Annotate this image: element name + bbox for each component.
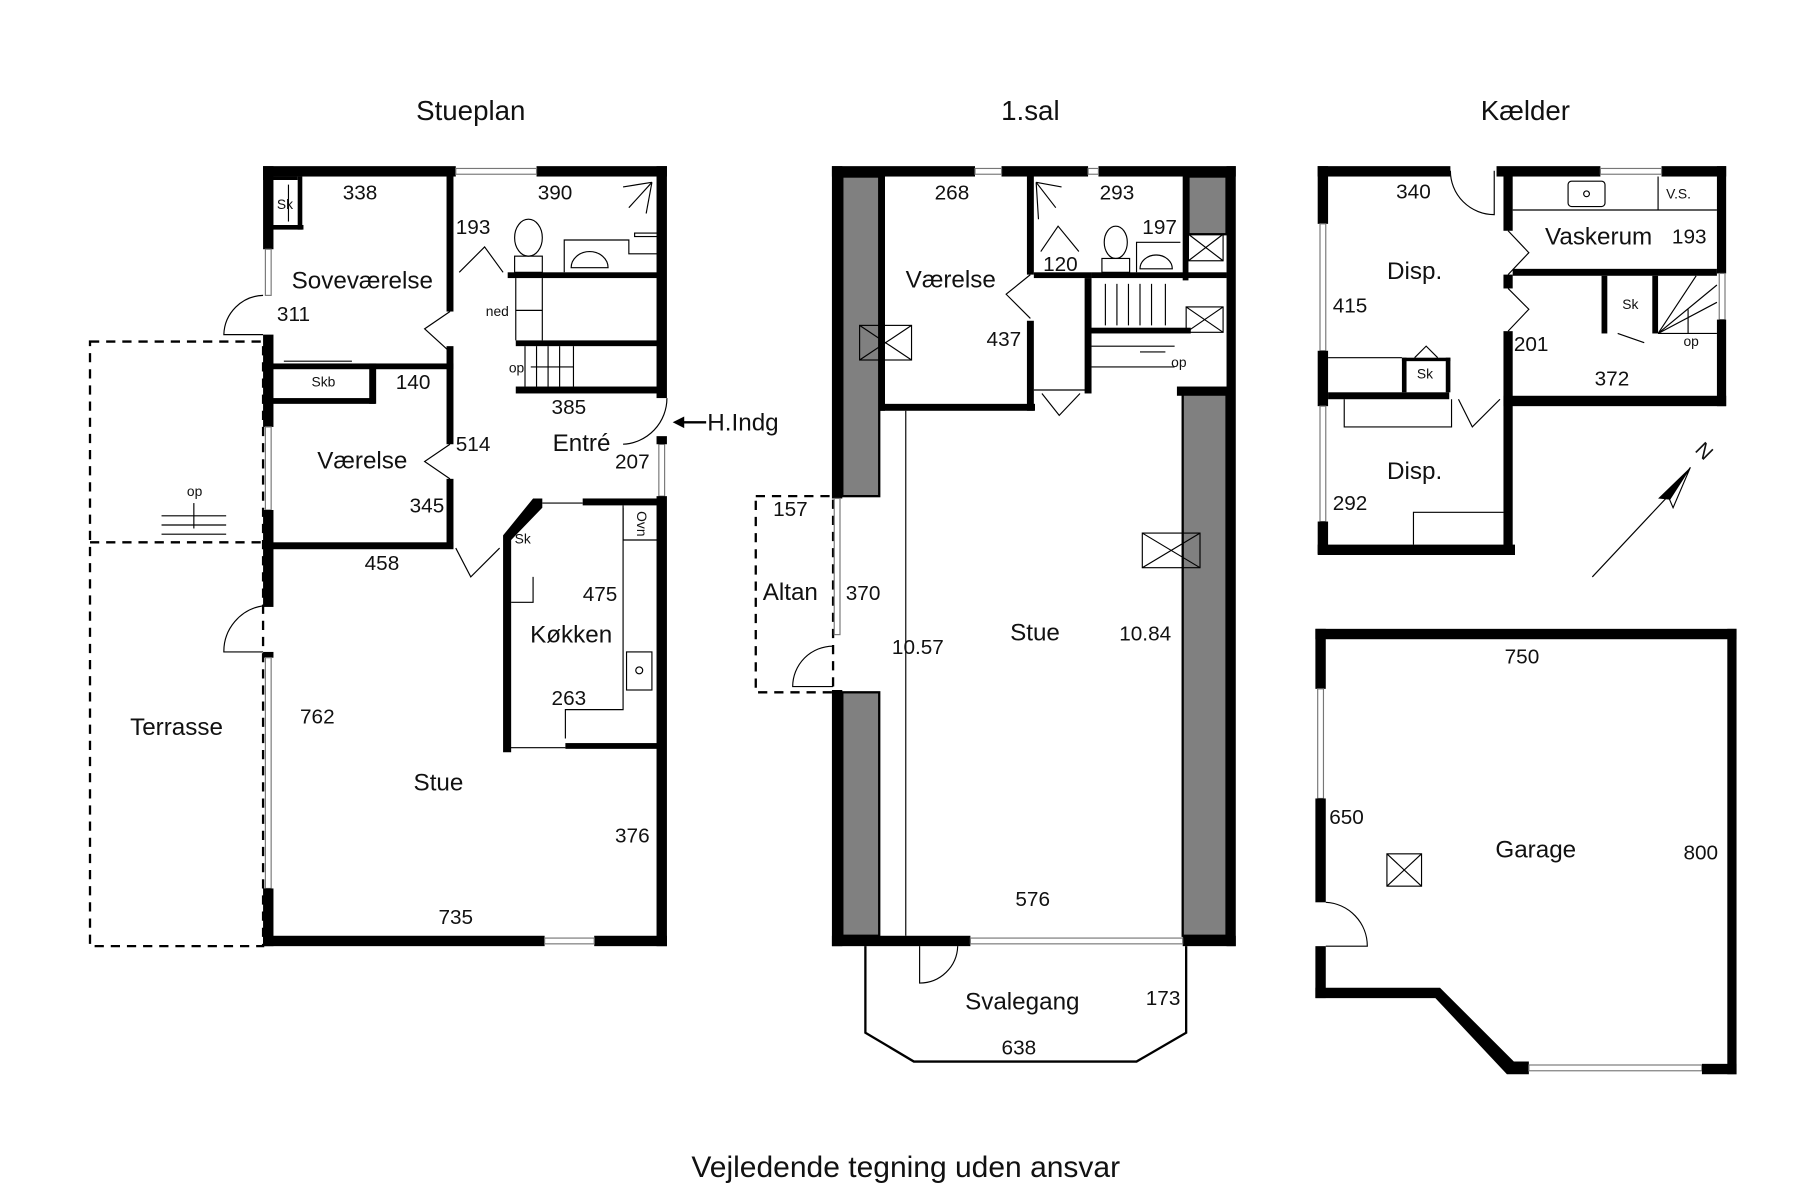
dim: 458 [365, 552, 400, 575]
label-sk: Sk [515, 530, 531, 546]
room-terrasse: Terrasse [130, 714, 223, 741]
skylight-icon [859, 324, 913, 361]
dim: 800 [1683, 842, 1718, 865]
dim: 120 [1043, 253, 1078, 276]
dim: 293 [1100, 182, 1135, 205]
terrasse-steps-icon [161, 503, 227, 535]
dim: 157 [773, 498, 808, 521]
label-ned: ned [486, 303, 509, 319]
room-svalegang: Svalegang [965, 989, 1079, 1016]
dim: 372 [1595, 367, 1630, 390]
room-disp: Disp. [1387, 458, 1442, 485]
room-vaskerum: Vaskerum [1545, 224, 1652, 251]
dim: 650 [1329, 806, 1364, 829]
toilet-icon [1103, 225, 1128, 260]
dim: 292 [1333, 492, 1368, 515]
dim: 345 [410, 494, 445, 517]
shower-icon [622, 181, 659, 238]
dim: 268 [935, 182, 970, 205]
room-stue: Stue [414, 769, 464, 796]
label-op: op [1171, 354, 1187, 370]
sink-counter [563, 239, 658, 273]
dim: 437 [987, 328, 1022, 351]
room-entre: Entré [553, 430, 611, 457]
skylight-icon [1386, 853, 1423, 887]
altan-outline [754, 494, 835, 694]
dim: 638 [1002, 1037, 1037, 1060]
main-entrance-label: H.Indg [707, 409, 778, 436]
dim: 311 [277, 303, 310, 326]
shower-icon [1035, 181, 1062, 220]
kaelder-title: Kælder [1481, 95, 1570, 126]
dim: 762 [300, 705, 335, 728]
room-garage: Garage [1495, 836, 1576, 863]
dim: 340 [1396, 180, 1431, 203]
svalegang-outline [864, 946, 1188, 1063]
dim: 475 [583, 583, 618, 606]
room-vaerelse: Værelse [906, 266, 996, 293]
skylight-icon [1187, 233, 1224, 262]
sal1-title: 1.sal [1001, 95, 1060, 126]
dim: 201 [1514, 333, 1549, 356]
dim: 415 [1333, 295, 1368, 318]
dim: 10.57 [892, 636, 944, 659]
dim: 197 [1142, 216, 1177, 239]
sal1-plan: 1.sal [754, 95, 1236, 1063]
stairs-icon [515, 278, 575, 387]
terrasse-outline [88, 340, 265, 948]
dim: 207 [615, 450, 650, 473]
label-ovn: Ovn [634, 511, 650, 536]
label-skb: Skb [312, 374, 336, 390]
room-stue: Stue [1010, 619, 1060, 646]
dim: 576 [1015, 888, 1050, 911]
label-sk: Sk [1622, 296, 1638, 312]
label-op: op [509, 360, 525, 376]
room-sovevaerelse: Soveværelse [292, 267, 433, 294]
north-arrow-icon: N [1591, 438, 1717, 578]
stairs-icon [1657, 275, 1718, 335]
room-vaerelse: Værelse [317, 447, 407, 474]
room-kokken: Køkken [530, 622, 612, 649]
skylight-icon [1141, 532, 1201, 569]
stueplan-plan: Stueplan [88, 95, 779, 948]
dim: 193 [456, 216, 491, 239]
label-sk: Sk [277, 196, 293, 212]
dim: 338 [343, 182, 378, 205]
label-op: op [1683, 333, 1699, 349]
dim: 10.84 [1119, 622, 1171, 645]
room-disp: Disp. [1387, 258, 1442, 285]
label-sk: Sk [1417, 365, 1433, 381]
kaelder-plan: Kælder N [1315, 95, 1737, 1075]
dim: 370 [846, 582, 881, 605]
north-label: N [1690, 438, 1717, 465]
dim: 263 [552, 687, 587, 710]
room-altan: Altan [763, 579, 818, 606]
dim: 735 [438, 906, 473, 929]
label-op: op [187, 483, 203, 499]
sloped-ceiling-area [841, 175, 881, 498]
toilet-icon [514, 218, 543, 257]
dim: 390 [538, 182, 573, 205]
dim: 140 [396, 371, 431, 394]
dim: 376 [615, 824, 650, 847]
dim: 514 [456, 433, 491, 456]
disclaimer-footer: Vejledende tegning uden ansvar [691, 1151, 1120, 1184]
dim: 750 [1505, 645, 1540, 668]
stairs-icon [1091, 283, 1175, 368]
dim: 173 [1146, 987, 1181, 1010]
door-icon [223, 294, 264, 336]
stueplan-title: Stueplan [416, 95, 525, 126]
dim: 193 [1672, 225, 1707, 248]
label-vs: V.S. [1666, 185, 1691, 201]
dim: 385 [552, 396, 587, 419]
sink-icon [1567, 180, 1606, 208]
